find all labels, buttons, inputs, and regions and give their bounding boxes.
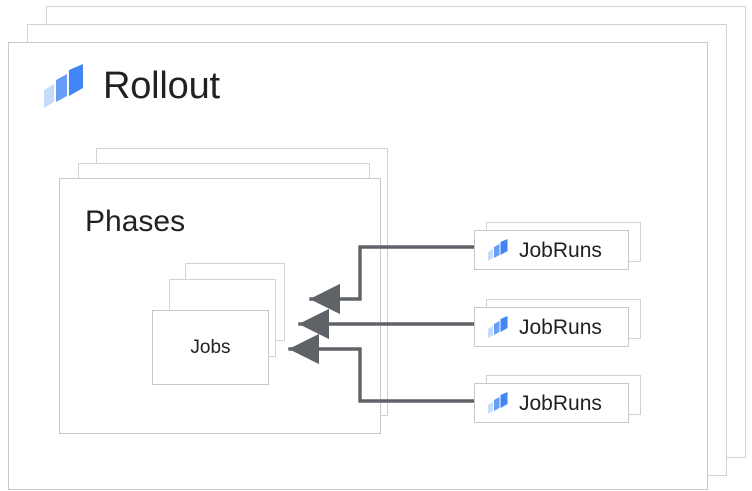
jobs-card-front <box>152 310 269 385</box>
jobruns-node-3[interactable]: JobRuns <box>474 375 642 425</box>
rollout-logo-icon <box>487 316 509 338</box>
jobruns-label-3: JobRuns <box>519 391 602 415</box>
jobruns-card-front-3[interactable]: JobRuns <box>474 383 629 423</box>
phases-title: Phases <box>85 205 186 238</box>
jobruns-node-2[interactable]: JobRuns <box>474 299 642 349</box>
connector-jobrun-3 <box>288 333 476 403</box>
connector-jobrun-1 <box>309 245 476 315</box>
rollout-title: Rollout <box>103 65 220 107</box>
jobruns-card-front-1[interactable]: JobRuns <box>474 230 629 270</box>
rollout-header: Rollout <box>42 64 220 108</box>
jobs-title: Jobs <box>190 336 231 358</box>
rollout-logo-icon <box>42 64 86 108</box>
rollout-logo-icon <box>487 239 509 261</box>
jobruns-label-1: JobRuns <box>519 238 602 262</box>
rollout-logo-icon <box>487 392 509 414</box>
jobruns-card-front-2[interactable]: JobRuns <box>474 307 629 347</box>
jobruns-node-1[interactable]: JobRuns <box>474 222 642 272</box>
jobruns-label-2: JobRuns <box>519 315 602 339</box>
